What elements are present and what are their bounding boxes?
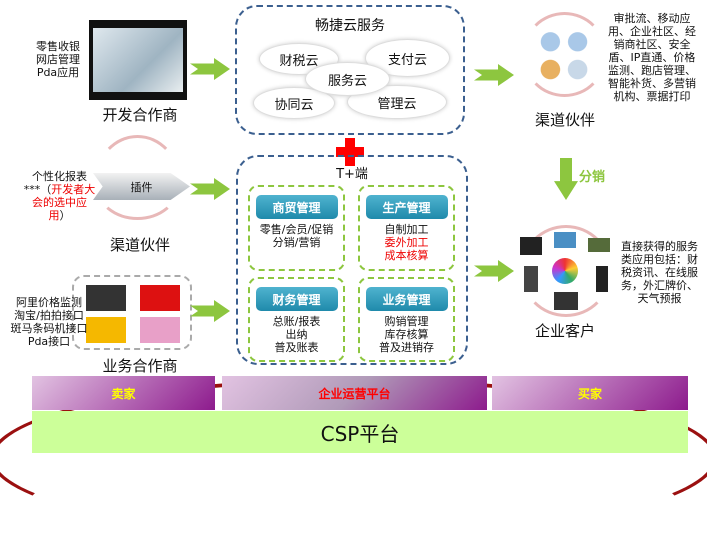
biz-partner-label: 业务合作商 (102, 357, 178, 375)
biz-partner-features: 阿里价格监测 淘宝/拍拍接口 斑马条码机接口 Pda接口 (8, 296, 90, 348)
module-line: 总账/报表 (272, 315, 321, 328)
channel-people-icon (530, 22, 598, 88)
boxes-group (72, 275, 192, 350)
arrow-right-icon (190, 300, 230, 322)
feature-highlight: 开发者大会的选中应用 (32, 183, 96, 222)
module-finance: 财务管理 总账/报表 出纳 普及账表 (248, 277, 345, 362)
feature: Pda应用 (36, 66, 80, 79)
channel-partner-right-desc: 审批流、移动应用、企业社区、经销商社区、安全盾、IP直通、价格监测、跑店管理、智… (608, 12, 696, 103)
module-line-highlight: 成本核算 (384, 249, 429, 262)
cloud-services-box: 畅捷云服务 财税云 支付云 协同云 管理云 服务云 (235, 5, 465, 135)
csp-platform-bar: CSP平台 (32, 411, 688, 453)
plugin-label: 插件 (130, 180, 153, 194)
plus-icon (336, 138, 364, 166)
csp-platform-label: CSP平台 (320, 421, 400, 446)
module-header: 商贸管理 (255, 195, 338, 219)
feature: 零售收银 (36, 40, 80, 53)
black-box-icon (86, 285, 126, 311)
cycle-arc (520, 225, 612, 317)
module-line: 出纳 (285, 328, 308, 341)
meeting-photo (89, 20, 187, 100)
cycle-arc (95, 150, 180, 220)
module-header: 生产管理 (365, 195, 448, 219)
arrow-down-icon (554, 158, 578, 200)
module-line: 分销/营销 (272, 236, 321, 249)
ops-platform-bar: 企业运营平台 (222, 376, 487, 410)
enterprise-label: 企业客户 (534, 322, 595, 340)
module-trade: 商贸管理 零售/会员/促销 分销/营销 (248, 185, 345, 271)
tplus-box: T+端 (236, 155, 468, 365)
feature: 淘宝/拍拍接口 (14, 309, 84, 322)
arrow-right-icon (474, 64, 514, 86)
module-header: 业务管理 (365, 287, 448, 311)
module-line-highlight: 委外加工 (384, 236, 429, 249)
feature: Pda接口 (27, 335, 71, 348)
arrow-right-icon (474, 260, 514, 282)
enterprise-desc: 直接获得的服务类应用包括：财税资讯、在线服务，外汇牌价、天气预报 (621, 240, 698, 305)
distribution-label: 分销 (579, 170, 606, 185)
arrow-right-icon (190, 58, 230, 80)
cycle-arc (95, 135, 180, 225)
yellow-box-icon (86, 317, 126, 343)
feature: 阿里价格监测 (16, 296, 82, 309)
buyer-label: 买家 (577, 386, 602, 401)
cloud-service: 服务云 (305, 62, 390, 96)
red-box-icon (140, 285, 180, 311)
module-line: 自制加工 (384, 223, 429, 236)
feature: 个性化报表 (32, 170, 87, 183)
cloud-tax: 财税云 (259, 43, 339, 75)
plugin-arrow: 插件 (93, 173, 190, 200)
module-business: 业务管理 购销管理 库存核算 普及进销存 (358, 277, 455, 362)
feature-prefix: ***（ (23, 183, 52, 196)
module-line: 购销管理 (384, 315, 429, 328)
module-header: 财务管理 (255, 287, 338, 311)
channel-partner-features: 个性化报表 ***（开发者大会的选中应用） (22, 170, 97, 222)
module-line: 普及进销存 (379, 341, 434, 354)
dev-partner-features: 零售收银 网店管理 Pda应用 (28, 40, 88, 79)
feature: 斑马条码机接口 (10, 322, 88, 335)
module-line: 库存核算 (384, 328, 429, 341)
cycle-arc (522, 12, 607, 97)
pink-box-icon (140, 317, 180, 343)
buyer-bar: 买家 (492, 376, 688, 410)
tplus-title: T+端 (336, 167, 368, 182)
arrow-right-icon (190, 178, 230, 200)
dev-partner-label: 开发合作商 (102, 106, 178, 124)
feature: 网店管理 (36, 53, 80, 66)
module-line: 零售/会员/促销 (259, 223, 334, 236)
cloud-payment: 支付云 (365, 39, 450, 77)
channel-partner-label: 渠道伙伴 (109, 236, 170, 254)
cloud-services-title: 畅捷云服务 (315, 18, 385, 34)
channel-partner-right-label: 渠道伙伴 (534, 111, 595, 129)
devices-icon (520, 232, 612, 312)
ops-platform-label: 企业运营平台 (318, 386, 391, 401)
seller-bar: 卖家 (32, 376, 215, 410)
feature-suffix: ） (59, 209, 71, 222)
seller-label: 卖家 (111, 386, 136, 401)
module-line: 普及账表 (274, 341, 319, 354)
module-production: 生产管理 自制加工 委外加工 成本核算 (358, 185, 455, 271)
